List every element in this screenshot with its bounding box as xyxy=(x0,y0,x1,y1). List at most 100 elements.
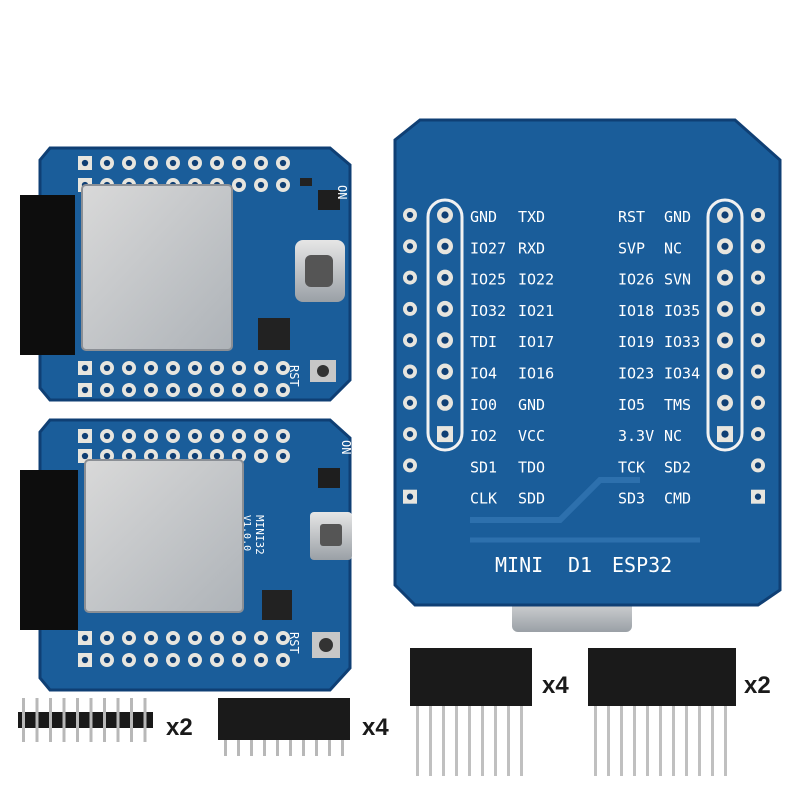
pin-label: IO23 xyxy=(618,365,654,383)
antenna-area xyxy=(20,195,75,355)
long-female-qty-1: x4 xyxy=(542,672,569,699)
header-pin xyxy=(35,698,39,742)
header-pin xyxy=(250,740,253,756)
header-pin xyxy=(711,706,714,776)
pin-row-top xyxy=(78,156,290,170)
pin-label: GND xyxy=(470,208,497,226)
header-pin xyxy=(341,740,344,756)
pin-label: SD3 xyxy=(618,490,645,508)
header-pin xyxy=(507,706,510,776)
pin-label: TDO xyxy=(518,458,545,476)
pin-label: IO34 xyxy=(664,365,700,383)
title-d1: D1 xyxy=(568,553,592,577)
header-pin xyxy=(468,706,471,776)
pin-label: IO27 xyxy=(470,239,506,257)
title-mini: MINI xyxy=(495,553,543,577)
header-pin xyxy=(89,698,93,742)
header-pin xyxy=(22,698,25,742)
esp32-module-shield xyxy=(82,185,232,350)
header-pin xyxy=(328,740,331,756)
pin-label: IO32 xyxy=(470,302,506,320)
pin-row-bottom xyxy=(78,631,290,645)
header-pin xyxy=(116,698,120,742)
male-header-qty: x2 xyxy=(166,714,193,741)
long-female-header xyxy=(588,648,736,776)
pin-label: SD1 xyxy=(470,458,497,476)
header-pin xyxy=(494,706,497,776)
header-pin xyxy=(237,740,240,756)
header-pin xyxy=(315,740,318,756)
pin-label: GND xyxy=(518,396,545,414)
pin-label: TXD xyxy=(518,208,545,226)
pin-column-outer-left xyxy=(403,208,417,504)
pin-label: SVP xyxy=(618,239,645,257)
board-bottom-micro-usb: ON RST MINI32 V1.0.0 xyxy=(20,418,353,692)
header-pin xyxy=(62,698,66,742)
pin-label: IO35 xyxy=(664,302,700,320)
pin-label: RXD xyxy=(518,239,545,257)
pin-label: IO18 xyxy=(618,302,654,320)
header-pin xyxy=(49,698,52,742)
pin-label: IO21 xyxy=(518,302,554,320)
header-pin xyxy=(698,706,701,776)
pin-label: IO25 xyxy=(470,271,506,289)
left-header-outline xyxy=(426,198,464,452)
header-pin xyxy=(416,706,419,776)
pin-label: SDD xyxy=(518,490,545,508)
pin-label: SVN xyxy=(664,271,691,289)
short-female-header xyxy=(218,698,350,756)
pin-label: 3.3V xyxy=(618,427,654,445)
pin-label: NC xyxy=(664,427,682,445)
on-label: ON xyxy=(335,185,349,199)
board-top-usb-c: ON RST xyxy=(20,146,352,402)
header-pin xyxy=(442,706,445,776)
header-pin xyxy=(263,740,266,756)
title-esp32: ESP32 xyxy=(612,553,672,577)
pin-label: TMS xyxy=(664,396,691,414)
pin-column-inner-right xyxy=(717,207,733,443)
pin-label: IO19 xyxy=(618,333,654,351)
male-pin-header xyxy=(18,698,153,742)
pin-row-bottom xyxy=(78,361,290,375)
version-label: V1.0.0 xyxy=(241,515,252,551)
header-pin xyxy=(724,706,727,776)
header-pin xyxy=(672,706,675,776)
header-pin xyxy=(224,740,227,756)
pin-label: IO33 xyxy=(664,333,700,351)
antenna-area xyxy=(20,470,78,630)
pin-row-top xyxy=(78,429,290,443)
mini32-label: MINI32 xyxy=(253,515,266,555)
header-pin xyxy=(429,706,432,776)
pin-label: IO5 xyxy=(618,396,645,414)
pin-label: IO22 xyxy=(518,271,554,289)
pin-label: SD2 xyxy=(664,458,691,476)
esp32-module-shield xyxy=(85,460,243,612)
pin-row-bottom-inner xyxy=(78,383,290,397)
pin-label: IO17 xyxy=(518,333,554,351)
header-pin xyxy=(620,706,623,776)
header-pin xyxy=(76,698,79,742)
pin-label: IO0 xyxy=(470,396,497,414)
pin-label: NC xyxy=(664,239,682,257)
rst-label: RST xyxy=(287,365,301,387)
short-female-qty: x4 xyxy=(362,714,389,741)
header-pin xyxy=(481,706,484,776)
header-pin xyxy=(103,698,106,742)
pin-row-bottom-inner xyxy=(78,653,290,667)
pin-label: TCK xyxy=(618,458,645,476)
header-pin xyxy=(594,706,597,776)
header-pin xyxy=(143,698,147,742)
header-pin xyxy=(130,698,133,742)
header-pin xyxy=(276,740,279,756)
pin-label: VCC xyxy=(518,427,545,445)
pin-label: IO16 xyxy=(518,365,554,383)
pin-label: GND xyxy=(664,208,691,226)
usb-uart-chip xyxy=(258,318,290,350)
header-pin xyxy=(607,706,610,776)
header-pin xyxy=(646,706,649,776)
pin-label: IO2 xyxy=(470,427,497,445)
